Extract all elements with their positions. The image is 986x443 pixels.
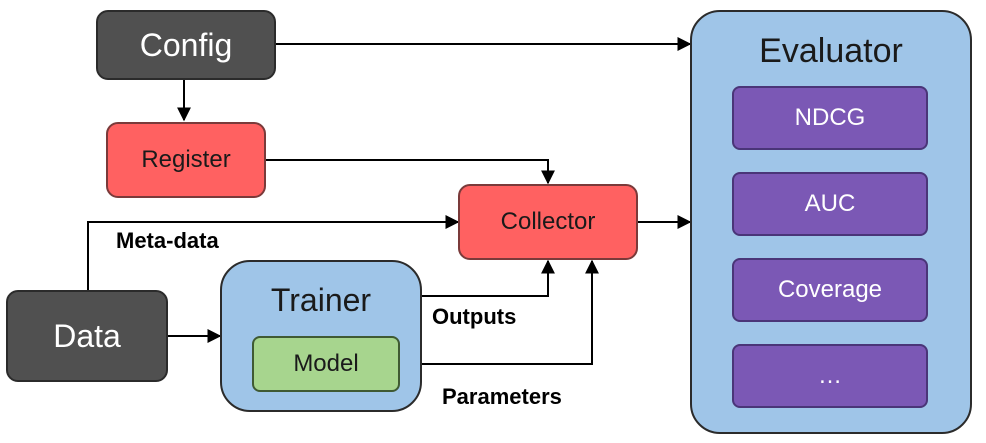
evaluator-title: Evaluator [759,32,903,70]
edge-label-parameters: Parameters [442,384,562,409]
edge-data-collector [87,215,460,290]
model-node: Model [252,336,400,392]
model-label: Model [293,350,359,377]
edge-label-outputs: Outputs [432,304,517,329]
metric-auc: AUC [732,172,928,236]
config-node: Config [96,10,276,80]
edge-register-collector [266,159,555,185]
edge-trainer-collector [422,259,555,297]
metric-coverage: Coverage [732,258,928,322]
data-label: Data [53,317,121,354]
data-node: Data [6,290,168,382]
metric-ndcg: NDCG [732,86,928,150]
collector-label: Collector [500,208,596,235]
metric-label: Coverage [777,276,883,303]
collector-node: Collector [458,184,638,260]
metric-label: AUC [804,190,856,217]
config-label: Config [139,26,233,63]
metric-label: … [818,362,842,389]
register-label: Register [141,146,231,173]
register-node: Register [106,122,266,198]
metric-label: NDCG [794,104,866,131]
trainer-title: Trainer [270,282,372,318]
edge-model-collector [400,259,599,365]
edge-label-meta-data: Meta-data [116,228,219,253]
metric-more: … [732,344,928,408]
